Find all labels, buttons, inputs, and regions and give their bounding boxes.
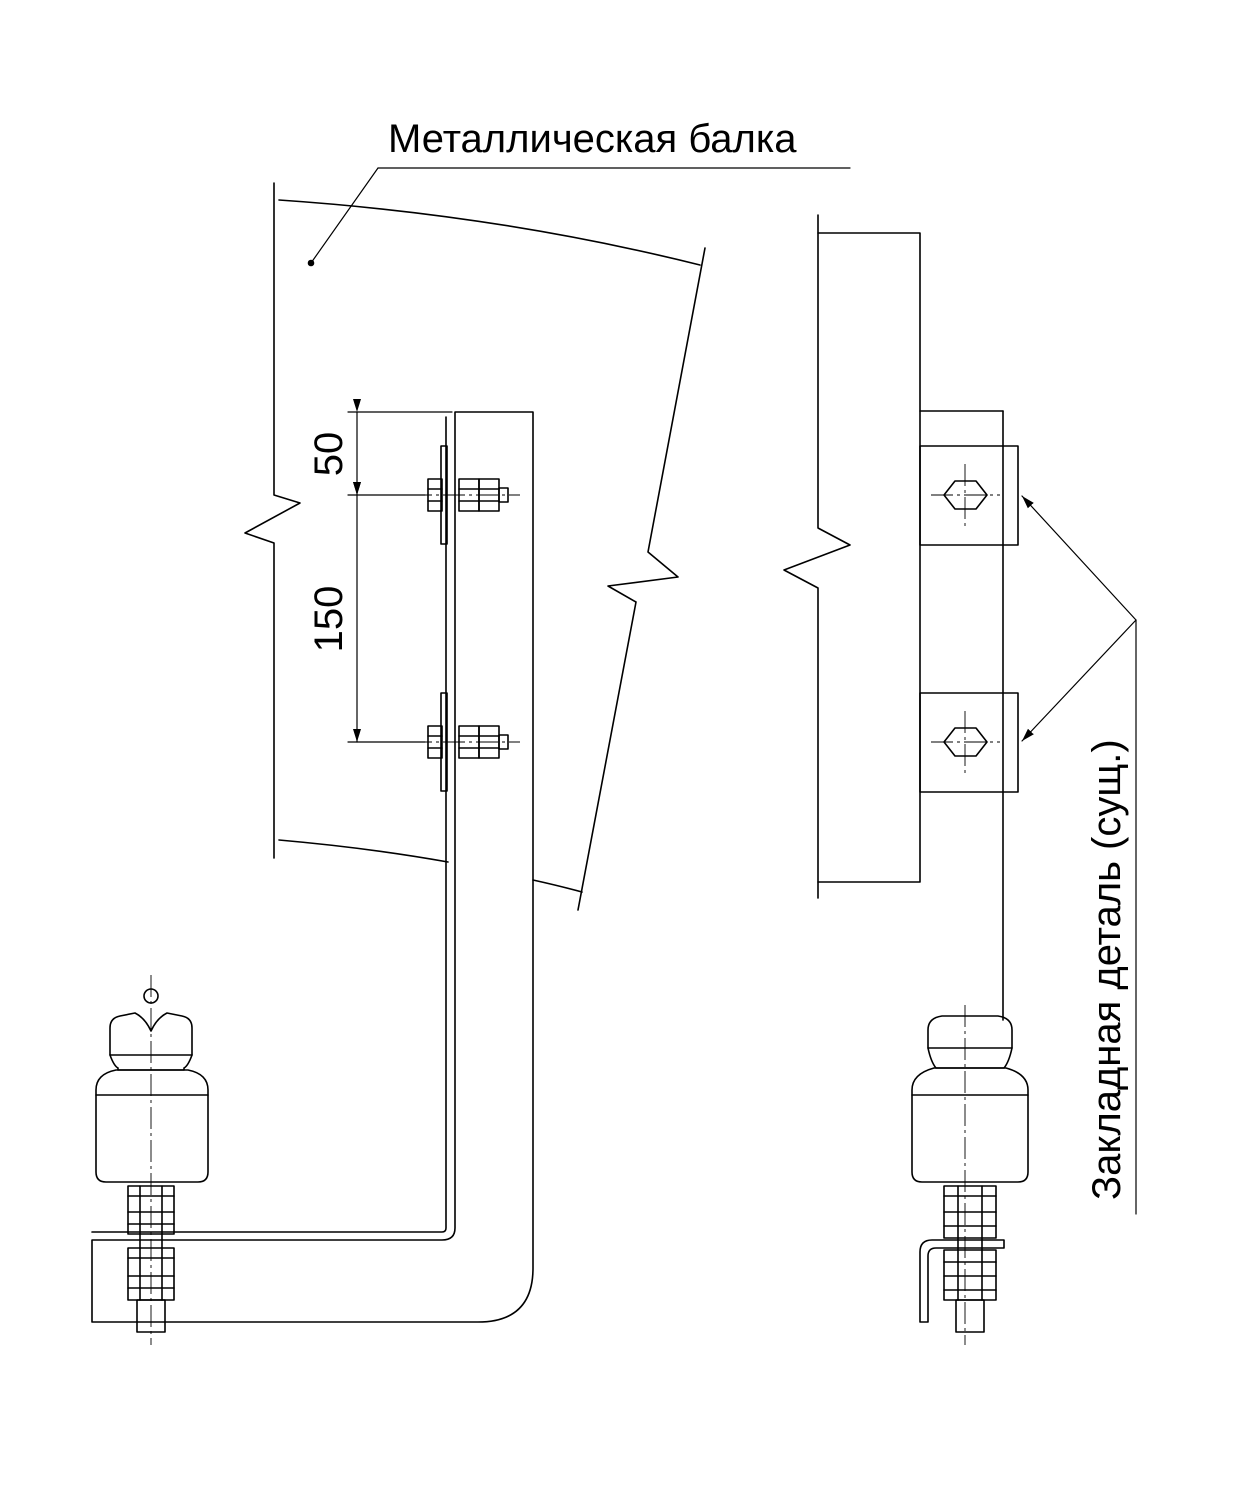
embedded-plate-lower: [919, 692, 1019, 793]
metal-beam-left: [244, 182, 706, 911]
insulator-left: [95, 988, 209, 1333]
centerlines: [150, 464, 1000, 1345]
l-bracket-left: [91, 411, 534, 1323]
leader-lines: [310, 167, 1137, 1215]
embedded-plate-upper: [919, 445, 1019, 546]
embedded-part-label: Закладная деталь (сущ.): [1085, 739, 1129, 1200]
embedded-part-strip: [919, 410, 1004, 1021]
dimension-50: 50: [307, 432, 351, 477]
beam-label: Металлическая балка: [388, 117, 797, 161]
metal-beam-right: [783, 214, 921, 899]
dimension-lines: [347, 399, 453, 743]
dimension-150: 150: [307, 586, 351, 653]
insulator-right: [911, 1015, 1029, 1333]
